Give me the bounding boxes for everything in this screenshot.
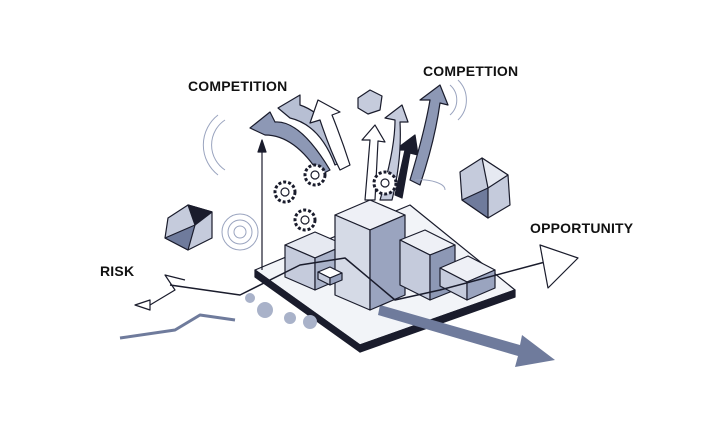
competition-arrow-right (409, 84, 449, 186)
signal-rings (202, 79, 467, 251)
opportunity-label: OPPORTUNITY (530, 220, 634, 236)
polyhedron-left (164, 204, 213, 251)
polyhedron-right (459, 157, 511, 219)
shadow-gears (245, 293, 317, 329)
opportunity-arrow (169, 257, 546, 301)
block-tall (334, 199, 406, 311)
down-trend-arrow (378, 305, 555, 367)
risk-arrow (134, 299, 151, 311)
block-tiny (317, 266, 343, 286)
competition-arrow-left (249, 111, 331, 176)
competition-label-right: COMPETTION (423, 63, 519, 79)
risk-label: RISK (100, 263, 135, 279)
black-arrow (394, 134, 419, 199)
polyhedron-small (357, 89, 383, 115)
competition-label-left: COMPETITION (188, 78, 288, 94)
